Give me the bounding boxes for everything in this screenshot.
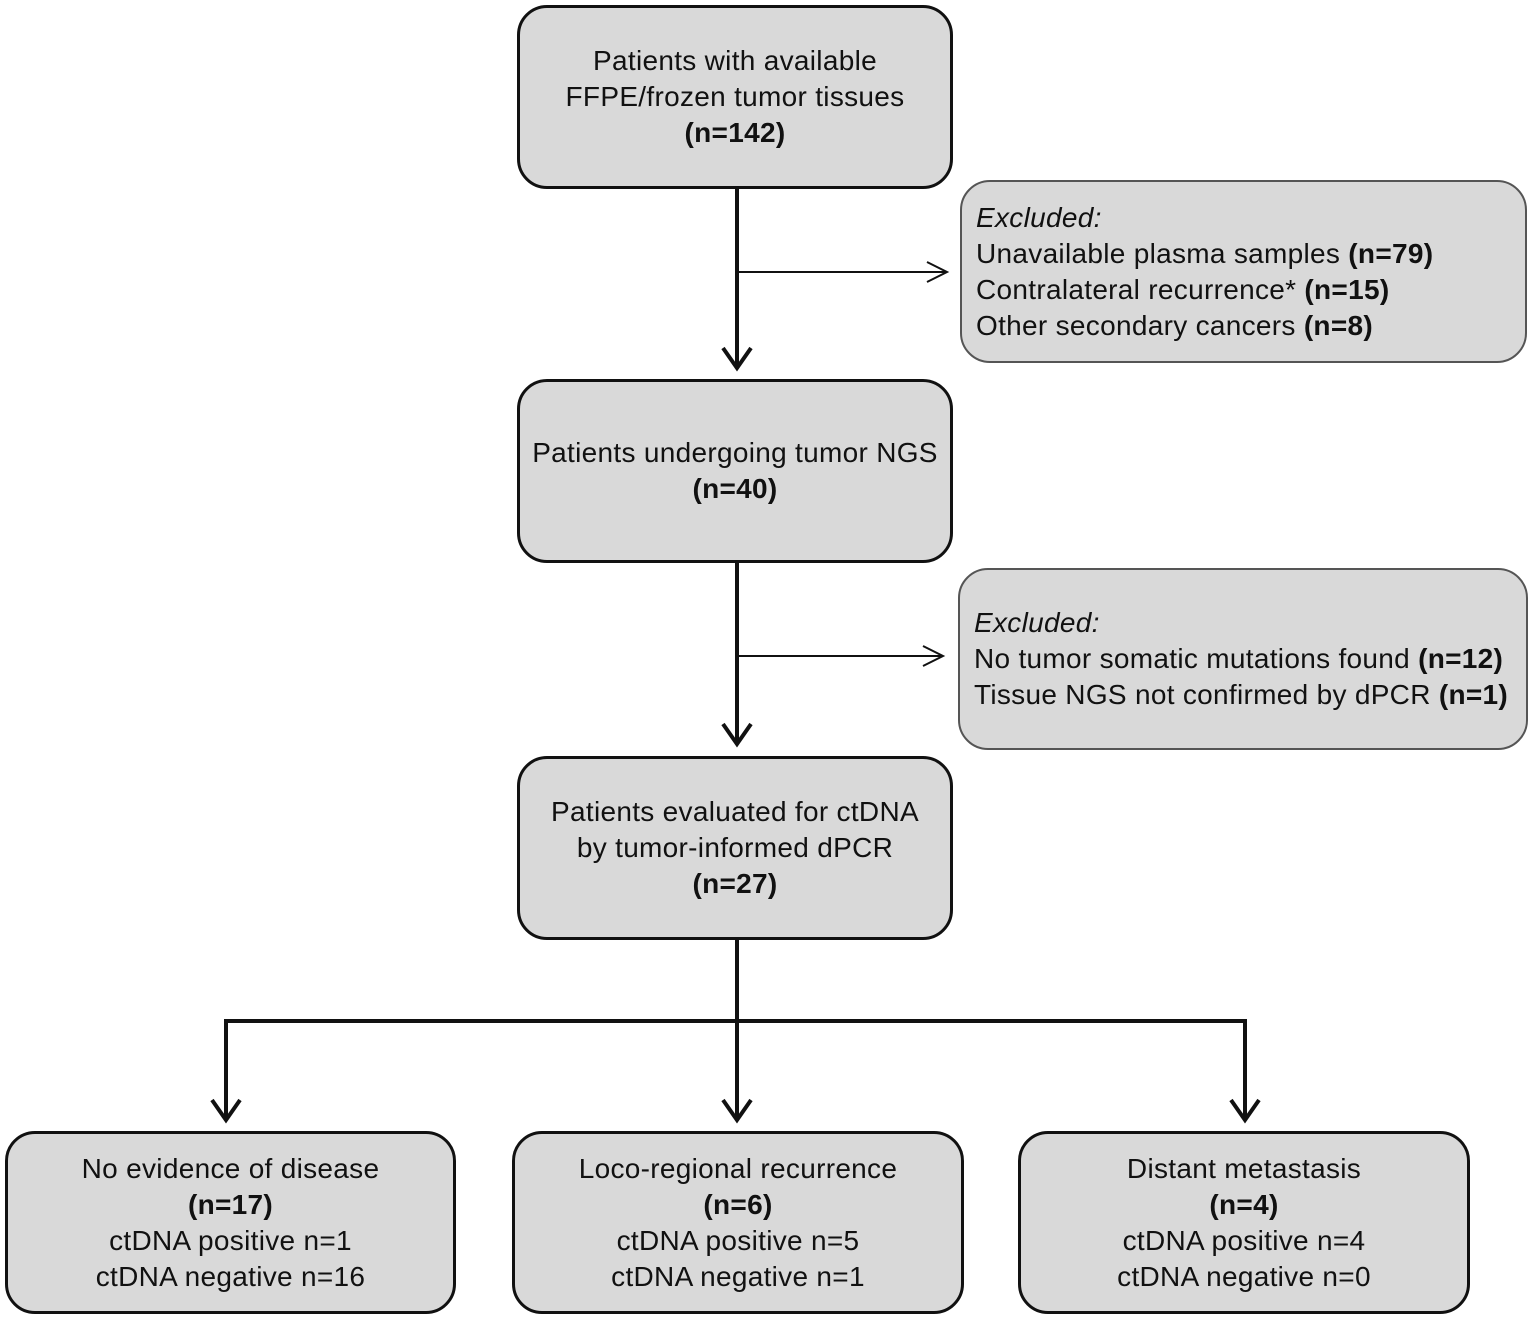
box-outcome-locoregional: Loco-regional recurrence (n=6) ctDNA pos… [512,1131,964,1314]
exclusion-item-count: (n=15) [1304,273,1390,305]
arrowhead-ctdna [721,722,753,748]
exclusion-item: Contralateral recurrence* (n=15) [976,272,1389,308]
exclusion-item: Tissue NGS not confirmed by dPCR (n=1) [974,677,1508,713]
box-ctdna-evaluated: Patients evaluated for ctDNA by tumor-in… [517,756,953,940]
box-exclusion-1: Excluded: Unavailable plasma samples (n=… [960,180,1527,363]
exclusion-item-count: (n=8) [1303,309,1373,341]
box-line: by tumor-informed dPCR [576,832,894,863]
outcome-count: (n=6) [703,1188,773,1220]
outcome-negative: ctDNA negative n=16 [95,1260,366,1292]
box-line: Patients with available [593,45,877,76]
box-count: (n=142) [684,117,786,148]
outcome-title: Loco-regional recurrence [578,1152,898,1184]
outcome-positive: ctDNA positive n=1 [109,1224,352,1256]
outcome-positive: ctDNA positive n=5 [616,1224,860,1256]
box-count: (n=40) [692,473,778,504]
box-line: Patients evaluated for ctDNA [551,796,919,827]
outcome-positive: ctDNA positive n=4 [1122,1224,1366,1256]
exclusion-item-count: (n=12) [1418,643,1504,674]
exclusion-item-text: No tumor somatic mutations found [974,643,1411,674]
exclusion-item: No tumor somatic mutations found (n=12) [974,641,1503,677]
outcome-title: Distant metastasis [1126,1152,1362,1184]
outcome-title: No evidence of disease [81,1152,380,1184]
box-line: FFPE/frozen tumor tissues [565,81,905,112]
box-count: (n=27) [692,868,778,899]
outcome-count: (n=4) [1209,1188,1279,1220]
box-tumor-ngs: Patients undergoing tumor NGS (n=40) [517,379,953,563]
box-available-tissues: Patients with available FFPE/frozen tumo… [517,5,953,189]
exclusion-item-text: Tissue NGS not confirmed by dPCR [974,679,1431,710]
exclusion-item-text: Other secondary cancers [976,309,1296,341]
outcome-count: (n=17) [187,1188,274,1220]
exclusion-item: Other secondary cancers (n=8) [976,308,1373,344]
box-line: Patients undergoing tumor NGS [532,437,938,468]
exclusion-heading: Excluded: [974,607,1100,638]
arrowhead-outcome-2 [721,1098,753,1124]
box-outcome-distant: Distant metastasis (n=4) ctDNA positive … [1018,1131,1470,1314]
outcome-negative: ctDNA negative n=1 [611,1260,865,1292]
exclusion-heading: Excluded: [976,201,1102,233]
exclusion-item-text: Contralateral recurrence* [976,273,1297,305]
exclusion-item-text: Unavailable plasma samples [976,237,1341,269]
box-exclusion-2: Excluded: No tumor somatic mutations fou… [958,568,1528,750]
arrowhead-exclusion1 [926,261,950,283]
exclusion-item-count: (n=1) [1438,679,1509,710]
arrowhead-ngs [721,346,753,372]
box-outcome-ned: No evidence of disease (n=17) ctDNA posi… [5,1131,456,1314]
exclusion-item: Unavailable plasma samples (n=79) [976,236,1433,272]
arrowhead-outcome-3 [1229,1098,1261,1124]
arrowhead-outcome-1 [210,1098,242,1124]
exclusion-item-count: (n=79) [1348,237,1434,269]
arrowhead-exclusion2 [922,645,946,667]
outcome-negative: ctDNA negative n=0 [1117,1260,1371,1292]
